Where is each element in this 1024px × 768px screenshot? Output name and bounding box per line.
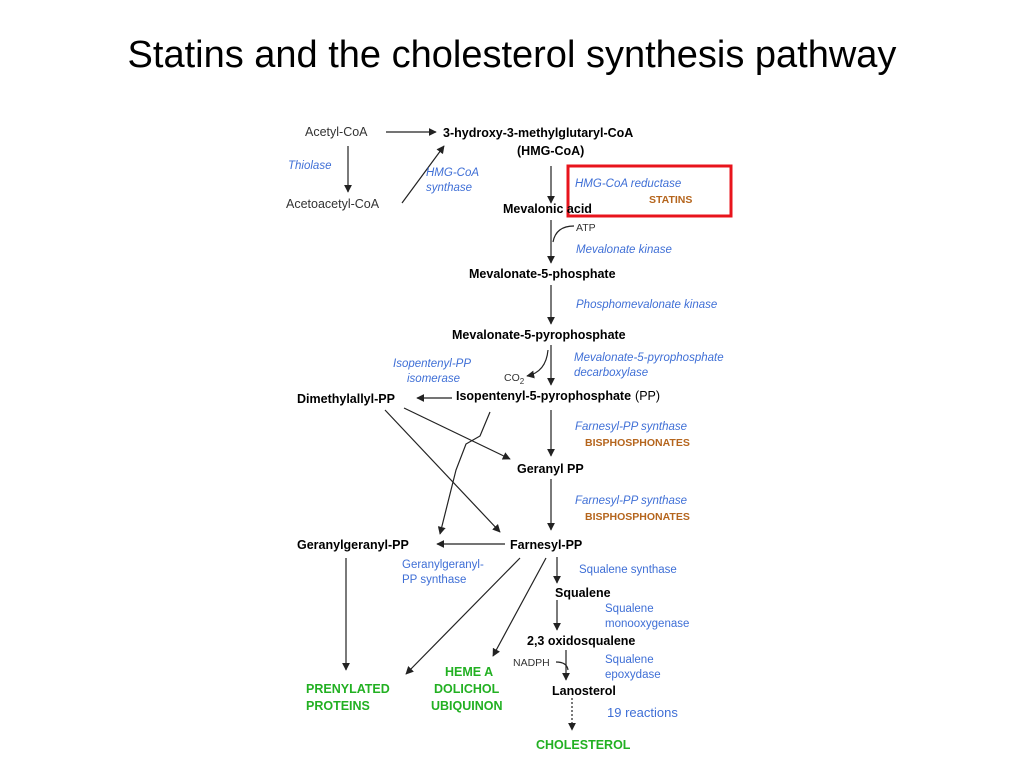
drug-bisphosphonates-2: BISPHOSPHONATES (585, 511, 690, 523)
product-dolichol: DOLICHOL (434, 682, 500, 696)
cofactor-atp: ATP (576, 222, 596, 234)
arrow-fpp-to-heme (492, 557, 547, 657)
ipp-branch-line (437, 411, 491, 535)
metabolite-dimethylallyl-pp: Dimethylallyl-PP (297, 392, 395, 406)
enzyme-farnesyl-pp-synthase-1: Farnesyl-PP synthase (575, 421, 687, 433)
isopentenyl-pp-suffix: (PP) (635, 389, 660, 403)
metabolite-mevalonate-5-pyrophosphate: Mevalonate-5-pyrophosphate (452, 328, 626, 342)
metabolite-mevalonic-acid: Mevalonic acid (503, 202, 592, 216)
arrow-fpp-to-prenylated (405, 557, 521, 675)
enzyme-squalene-monooxygenase-line1: Squalene (605, 603, 654, 615)
metabolite-hmg-coa-abbrev: (HMG-CoA) (517, 144, 584, 158)
enzyme-nineteen-reactions: 19 reactions (607, 705, 678, 720)
metabolite-oxidosqualene: 2,3 oxidosqualene (527, 634, 635, 648)
metabolite-lanosterol: Lanosterol (552, 684, 616, 698)
co2-curve (526, 349, 549, 379)
enzyme-squalene-epoxydase-line2: epoxydase (605, 669, 661, 681)
cofactor-nadph: NADPH (513, 657, 550, 669)
metabolite-isopentenyl-pp: Isopentenyl-5-pyrophosphate (PP) (456, 389, 660, 403)
enzyme-geranylgeranyl-pp-synthase-line1: Geranylgeranyl- (402, 559, 484, 571)
metabolite-farnesyl-pp: Farnesyl-PP (510, 538, 582, 552)
metabolite-geranylgeranyl-pp: Geranylgeranyl-PP (297, 538, 409, 552)
enzyme-hmg-coa-synthase-line2: synthase (426, 182, 472, 194)
drug-statins: STATINS (649, 194, 692, 206)
enzyme-squalene-synthase: Squalene synthase (579, 564, 677, 576)
co2-base: CO (504, 372, 520, 384)
metabolite-acetoacetyl-coa: Acetoacetyl-CoA (286, 197, 380, 211)
product-prenylated-line2: PROTEINS (306, 699, 370, 713)
cofactor-co2: CO2 (504, 372, 525, 386)
isopentenyl-pp-name: Isopentenyl-5-pyrophosphate (456, 389, 631, 403)
enzyme-decarboxylase-line1: Mevalonate-5-pyrophosphate (574, 352, 724, 364)
enzyme-thiolase: Thiolase (288, 160, 331, 172)
metabolite-hmg-coa: 3-hydroxy-3-methylglutaryl-CoA (443, 126, 633, 140)
enzyme-hmg-coa-synthase-line1: HMG-CoA (426, 167, 479, 179)
nadph-curve (555, 661, 569, 671)
arrow-dmapp-to-gpp (403, 407, 511, 460)
enzyme-isomerase-line2: isomerase (407, 373, 460, 385)
slide-title: Statins and the cholesterol synthesis pa… (127, 34, 897, 76)
metabolite-squalene: Squalene (555, 586, 611, 600)
enzyme-squalene-epoxydase-line1: Squalene (605, 654, 654, 666)
enzyme-isomerase-line1: Isopentenyl-PP (393, 358, 471, 370)
metabolite-mevalonate-5-phosphate: Mevalonate-5-phosphate (469, 267, 616, 281)
product-ubiquinon: UBIQUINON (431, 699, 503, 713)
enzyme-hmg-coa-reductase: HMG-CoA reductase (575, 178, 681, 190)
pathway-arrows (342, 128, 576, 731)
enzyme-farnesyl-pp-synthase-2: Farnesyl-PP synthase (575, 495, 687, 507)
arrow-acetoacetyl-to-hmg (401, 145, 445, 204)
product-cholesterol: CHOLESTEROL (536, 738, 631, 752)
statins-highlight-box (566, 164, 733, 218)
metabolite-geranyl-pp: Geranyl PP (517, 462, 584, 476)
enzyme-decarboxylase-line2: decarboxylase (574, 367, 648, 379)
product-heme-a: HEME A (445, 665, 493, 679)
arrow-dmapp-to-fpp (384, 409, 501, 533)
enzyme-phosphomevalonate-kinase: Phosphomevalonate kinase (576, 299, 717, 311)
atp-curve (552, 225, 575, 243)
co2-subscript: 2 (520, 377, 525, 386)
product-prenylated-line1: PRENYLATED (306, 682, 390, 696)
enzyme-geranylgeranyl-pp-synthase-line2: PP synthase (402, 574, 466, 586)
drug-bisphosphonates-1: BISPHOSPHONATES (585, 437, 690, 449)
enzyme-mevalonate-kinase: Mevalonate kinase (576, 244, 672, 256)
enzyme-squalene-monooxygenase-line2: monooxygenase (605, 618, 689, 630)
metabolite-acetyl-coa: Acetyl-CoA (305, 125, 368, 139)
